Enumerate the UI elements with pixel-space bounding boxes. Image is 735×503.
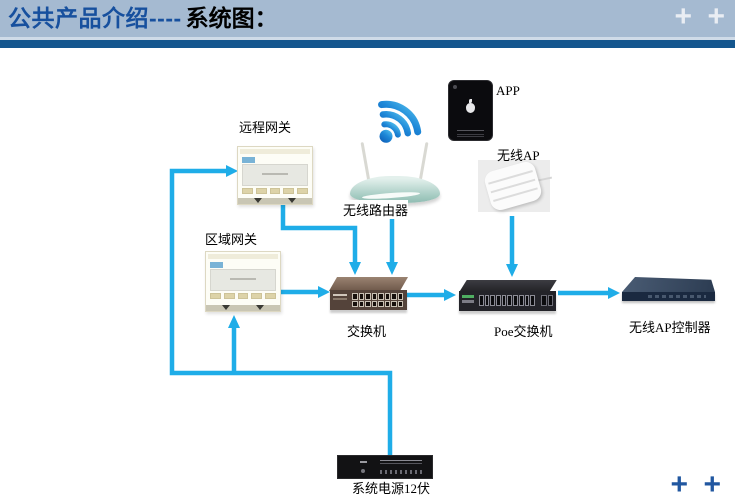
arrowhead-to-remote-gateway (226, 165, 238, 177)
poe-switch-label: Poe交换机 (494, 324, 553, 339)
power-faceplate-text (380, 460, 422, 461)
switch-top-face (328, 277, 409, 291)
poe-brand-mark (462, 295, 474, 298)
header-accent-bar (0, 40, 735, 48)
gateway-base (238, 198, 312, 204)
plus-icon: + (670, 468, 689, 501)
switch-front-face (330, 290, 407, 310)
power-led (361, 469, 365, 473)
router-body (350, 176, 440, 203)
arrowhead-to-controller (608, 287, 620, 299)
apple-logo-icon (466, 99, 475, 113)
app-label: APP (496, 83, 520, 98)
controller-front-face (622, 292, 715, 301)
poe-ports (479, 295, 535, 306)
wireless-ap-label: 无线AP (497, 148, 540, 163)
gateway-display-panel (242, 164, 308, 186)
page-title-secondary: 系统图： (185, 5, 278, 31)
gateway-chip (242, 157, 255, 163)
plus-icon: + (703, 468, 721, 501)
remote-gateway-device (237, 146, 313, 205)
poe-switch-device (459, 280, 557, 313)
switch-brand-mark (333, 294, 347, 296)
gateway-base (206, 305, 280, 311)
poe-uplink-ports (541, 295, 553, 306)
controller-top-face (622, 277, 715, 292)
router-antenna (418, 142, 429, 182)
area-gateway-label: 区域网关 (205, 232, 258, 247)
page-title-primary: 公共产品介绍---- (8, 5, 182, 31)
arrowhead-to-poe (444, 289, 456, 301)
gateway-top-strip (208, 254, 278, 259)
arrowhead-to-switch-right (386, 262, 398, 275)
ap-body (482, 159, 544, 213)
arrowhead-to-switch-left (349, 262, 361, 275)
switch-label: 交换机 (347, 324, 387, 339)
phone-back-text (457, 130, 484, 131)
router-antenna (360, 142, 371, 182)
gateway-display-panel (210, 269, 276, 291)
connector-power-trunk (169, 168, 393, 457)
gateway-top-strip (240, 149, 310, 154)
arrowhead-to-switch-side (318, 286, 330, 298)
ap-controller-label: 无线AP控制器 (629, 320, 711, 335)
power-terminal-ticks (380, 470, 422, 474)
header-plus-group: + + (663, 0, 725, 40)
wireless-ap-device (478, 159, 553, 213)
remote-gateway-label: 远程网关 (239, 120, 292, 135)
switch-ports (352, 293, 403, 307)
gateway-chip (210, 262, 223, 268)
smartphone-device (448, 80, 493, 141)
area-gateway-device (205, 251, 281, 312)
footer-plus-group: + + (659, 468, 721, 502)
wireless-router-device (350, 140, 440, 204)
router-front-stripe (361, 190, 421, 201)
ap-cable (537, 176, 553, 182)
arrowhead-to-area-gateway (228, 315, 240, 328)
plus-icon: + (707, 0, 725, 33)
power-supply-device (337, 455, 433, 479)
poe-front-face (459, 291, 556, 311)
slide-header: 公共产品介绍----系统图： + + (0, 0, 735, 37)
connector-remote-gateway-to-switch (280, 202, 358, 263)
wireless-router-label: 无线路由器 (343, 200, 409, 219)
power-supply-label: 系统电源12伏 (352, 481, 431, 496)
power-switch-mark (360, 461, 367, 463)
switch-device (328, 277, 409, 312)
gateway-terminal-row (242, 188, 308, 194)
header-stripe (0, 37, 735, 40)
gateway-terminal-row (210, 293, 276, 299)
plus-icon: + (674, 0, 693, 33)
arrowhead-to-poe-top (506, 264, 518, 277)
wifi-icon (378, 100, 422, 143)
ap-controller-device (622, 273, 715, 308)
phone-camera-icon (453, 85, 457, 89)
